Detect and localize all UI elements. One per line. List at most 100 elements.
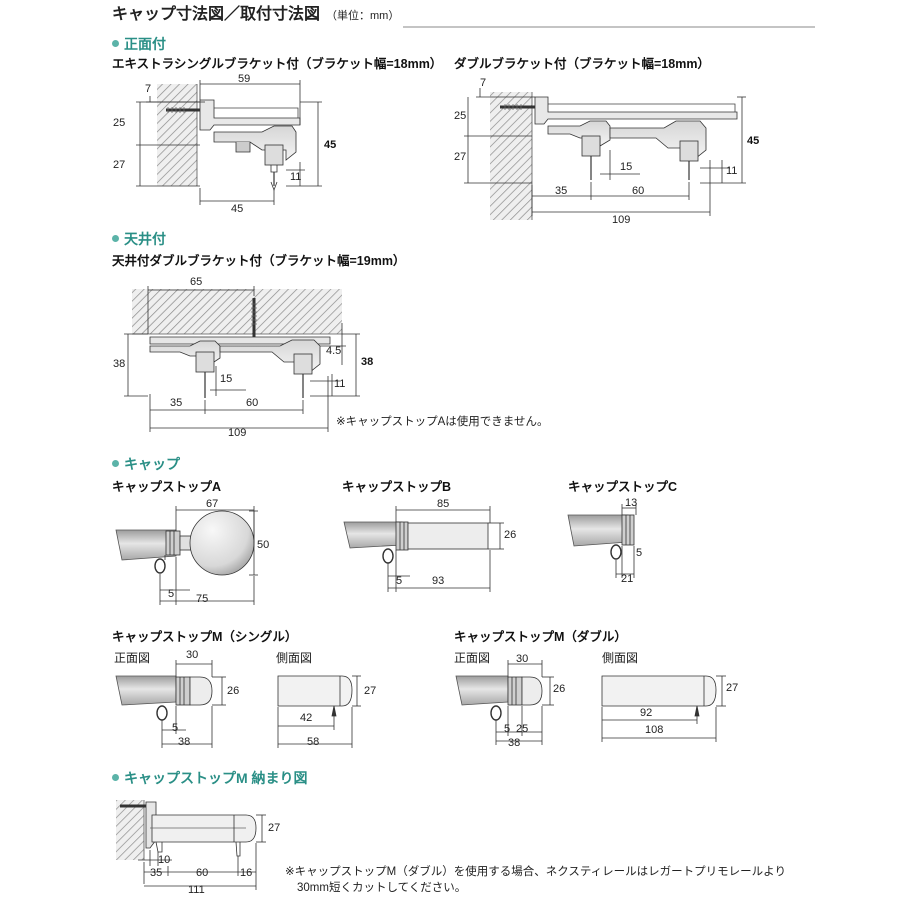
dim-label: 4.5 <box>326 345 342 357</box>
bracket <box>149 336 331 345</box>
dim-label: 60 <box>246 397 259 409</box>
ring <box>610 544 622 560</box>
dim-label: 85 <box>437 498 450 510</box>
dim-label: 109 <box>612 214 631 226</box>
dim-label: 5 <box>172 722 179 734</box>
ceiling <box>132 289 342 334</box>
dim-label: 45 <box>231 203 244 215</box>
dim-label: 7 <box>145 83 152 95</box>
dim-label: 92 <box>640 707 653 719</box>
dim-label: 15 <box>220 373 233 385</box>
fit-note-line-1: ※キャップストップM（ダブル）を使用する場合、ネクスティレールはレガートプリモレ… <box>285 866 786 878</box>
bullet-icon <box>112 459 119 467</box>
dim-label: 5 <box>168 588 175 600</box>
dim-label: 93 <box>432 575 445 587</box>
ceiling-note: ※キャップストップAは使用できません。 <box>336 416 549 428</box>
section-fit-label: キャップストップM 納まり図 <box>124 770 308 786</box>
dim-label: 27 <box>454 151 467 163</box>
dim-label: 16 <box>240 867 253 879</box>
subtitle-cap-a: キャップストップA <box>112 480 222 494</box>
rail-profile <box>213 125 297 161</box>
page-title-text: キャップ寸法図／取付寸法図 <box>112 6 321 23</box>
dim-label: 45 <box>747 135 760 147</box>
rail-profile-2 <box>219 339 321 373</box>
dim-label: 26 <box>227 685 240 697</box>
section-cap: キャップ <box>112 457 180 471</box>
ring <box>382 548 394 564</box>
dim-label: 25 <box>516 723 529 735</box>
ceiling-bracket-diagram <box>124 286 360 432</box>
rail-profile-1 <box>547 120 611 147</box>
rail <box>115 529 177 561</box>
section-ceiling-label: 天井付 <box>124 231 166 247</box>
dim-label: 13 <box>625 497 638 509</box>
rail <box>343 521 403 549</box>
dim-label: 38 <box>508 737 521 749</box>
dim-label: 38 <box>113 358 126 370</box>
dim-label: 60 <box>632 185 645 197</box>
wall <box>490 92 532 220</box>
dim-label: 15 <box>620 161 633 173</box>
dim-label: 65 <box>190 276 203 288</box>
dim-label: 30 <box>186 649 199 661</box>
cap-stop-b-diagram <box>343 506 504 592</box>
rail <box>567 514 629 547</box>
cap-stop-m-double-diagram <box>455 660 726 745</box>
runner <box>264 144 284 166</box>
rail-profile-2 <box>609 120 707 159</box>
dim-label: 27 <box>268 822 281 834</box>
ring <box>154 558 166 574</box>
dim-label: 26 <box>504 529 517 541</box>
dim-label: 27 <box>113 159 126 171</box>
dim-label: 7 <box>480 77 487 89</box>
dim-label: 26 <box>553 683 566 695</box>
front-view-label: 正面図 <box>454 651 491 665</box>
dim-label: 60 <box>196 867 209 879</box>
dim-label: 10 <box>158 854 171 866</box>
dim-label: 25 <box>454 110 467 122</box>
bullet-icon <box>112 773 119 781</box>
front-view-label: 正面図 <box>114 651 151 665</box>
wall <box>116 800 144 860</box>
double-bracket-diagram <box>464 88 746 220</box>
section-fit: キャップストップM 納まり図 <box>112 771 308 785</box>
rail-front <box>455 675 509 706</box>
dim-label: 35 <box>170 397 183 409</box>
bracket <box>199 99 301 131</box>
subtitle-cap-m-single: キャップストップM（シングル） <box>112 630 298 644</box>
ring <box>156 705 168 721</box>
dim-label: 27 <box>364 685 377 697</box>
dim-label: 35 <box>150 867 163 879</box>
cap-side <box>277 675 353 707</box>
bullet-icon <box>112 39 119 47</box>
dim-label: 45 <box>324 139 337 151</box>
dim-label: 11 <box>334 378 346 390</box>
dim-label: 5 <box>504 723 511 735</box>
dim-label: 21 <box>621 573 634 585</box>
fit-note-line-2: 30mm短くカットしてください。 <box>297 882 467 894</box>
cap-body <box>407 522 489 550</box>
dim-label: 111 <box>188 884 205 896</box>
dim-label: 75 <box>196 593 209 605</box>
extra-single-diagram <box>136 80 322 205</box>
rail-cap <box>151 814 257 843</box>
dim-label: 11 <box>726 165 738 177</box>
fit-diagram <box>116 800 266 890</box>
dim-label: 109 <box>228 427 247 439</box>
bracket <box>534 96 738 125</box>
dim-label: 11 <box>290 171 302 183</box>
subtitle-cap-c: キャップストップC <box>568 480 678 494</box>
section-front-label: 正面付 <box>124 36 166 52</box>
dim-label: 42 <box>300 712 313 724</box>
cap-front <box>521 676 543 706</box>
bullet-icon <box>112 234 119 242</box>
subtitle-cap-m-double: キャップストップM（ダブル） <box>454 630 627 644</box>
dim-label: 108 <box>645 724 664 736</box>
dim-label: 5 <box>636 547 643 559</box>
dim-label: 27 <box>726 682 739 694</box>
page-title: キャップ寸法図／取付寸法図（単位：mm） <box>112 7 399 23</box>
dim-label: 58 <box>307 736 320 748</box>
cap-stop-c-diagram <box>567 504 637 578</box>
